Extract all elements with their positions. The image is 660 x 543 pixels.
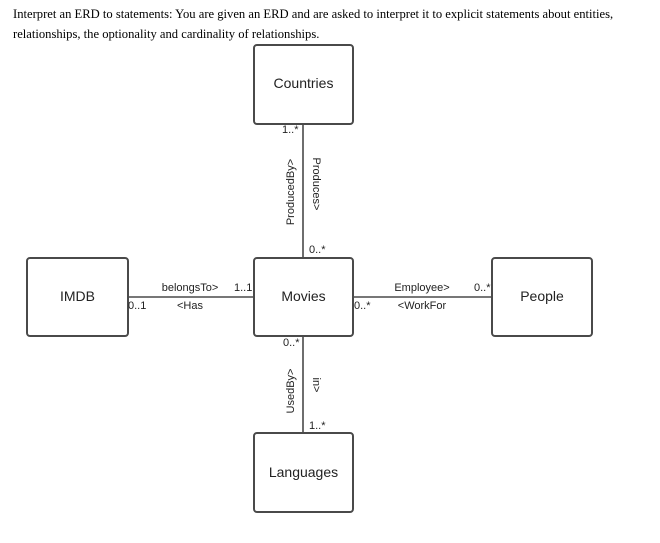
entity-name: Languages bbox=[269, 464, 338, 480]
entity-imdb[interactable]: IMDB bbox=[26, 257, 129, 337]
has-label: <Has bbox=[177, 300, 203, 312]
people-multiplicity: 0..* bbox=[474, 282, 491, 294]
entity-movies[interactable]: Movies bbox=[253, 257, 354, 337]
producedby-label: ProducedBy> bbox=[285, 159, 297, 225]
entity-name: People bbox=[520, 288, 564, 304]
entity-languages[interactable]: Languages bbox=[253, 432, 354, 513]
countries-multiplicity: 1..* bbox=[282, 124, 299, 136]
usedby-label: UsedBy> bbox=[285, 369, 297, 414]
instructions-text: Interpret an ERD to statements: You are … bbox=[13, 7, 614, 41]
entity-people[interactable]: People bbox=[491, 257, 593, 337]
entity-name: Countries bbox=[274, 75, 334, 91]
produces-label: Produces> bbox=[310, 158, 322, 211]
workfor-label: <WorkFor bbox=[398, 300, 447, 312]
belongsto-label: belongsTo> bbox=[162, 282, 219, 294]
entity-countries[interactable]: Countries bbox=[253, 44, 354, 125]
movies-multiplicity-imdb: 1..1 bbox=[234, 282, 252, 294]
movies-multiplicity-languages: 0..* bbox=[283, 337, 300, 349]
entity-name: Movies bbox=[281, 288, 325, 304]
movies-multiplicity-people: 0..* bbox=[354, 300, 371, 312]
languages-multiplicity: 1..* bbox=[309, 420, 326, 432]
movies-multiplicity-countries: 0..* bbox=[309, 244, 326, 256]
entity-name: IMDB bbox=[60, 288, 95, 304]
in-label: in> bbox=[310, 378, 322, 393]
employee-label: Employee> bbox=[394, 282, 449, 294]
imdb-multiplicity: 0..1 bbox=[128, 300, 146, 312]
